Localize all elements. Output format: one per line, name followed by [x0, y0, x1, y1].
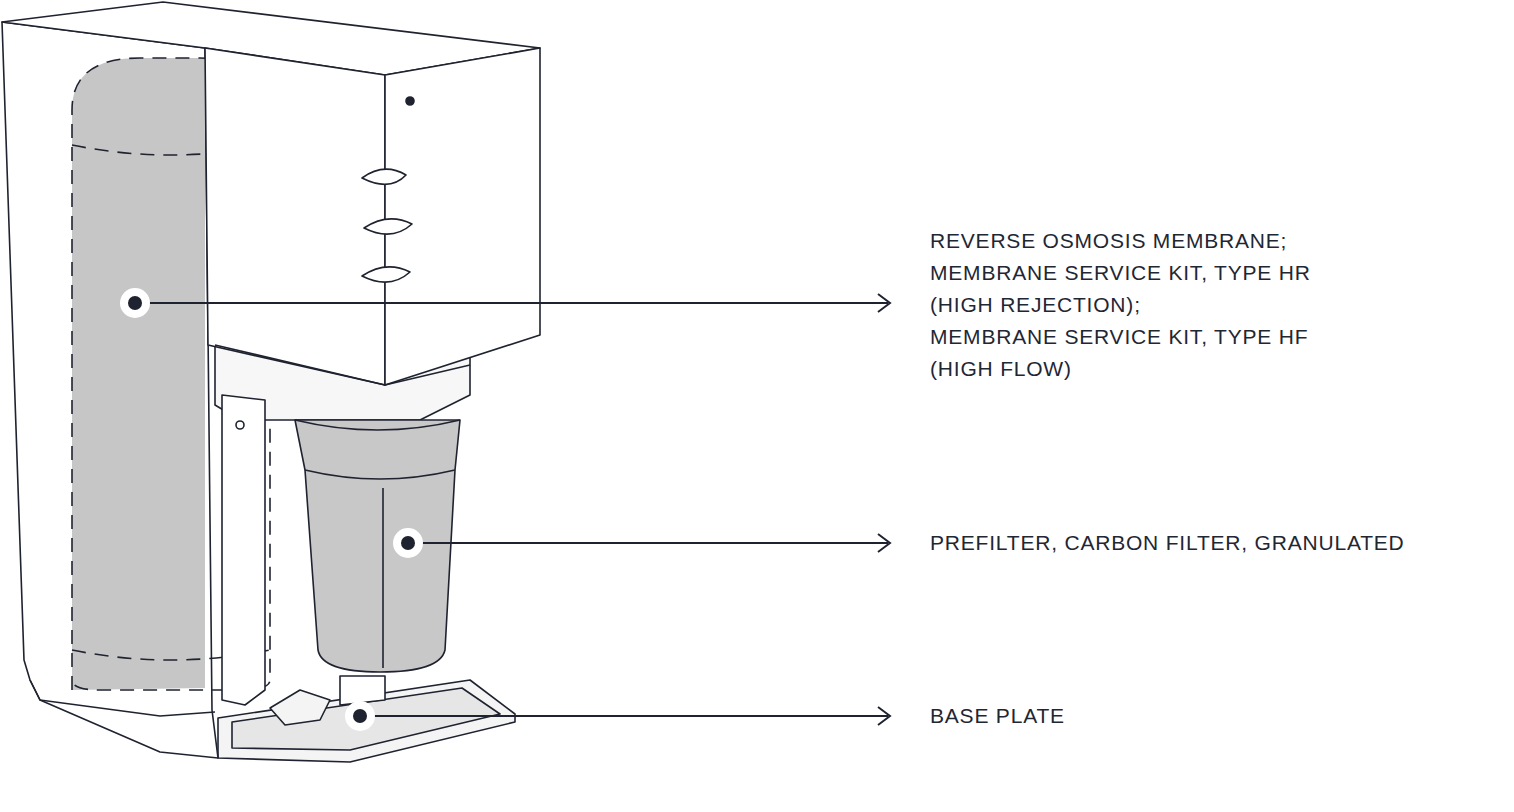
callout-dot — [353, 709, 367, 723]
prefilter-housing — [295, 420, 460, 672]
part-name: REVERSE OSMOSIS MEMBRANE; — [930, 225, 1370, 257]
base-plate-detail — [340, 676, 385, 705]
callout-dot — [128, 296, 142, 310]
button — [364, 219, 412, 234]
callout-marker — [120, 288, 150, 318]
base-plate-detail — [270, 690, 330, 725]
leader-line — [408, 542, 888, 544]
leader-line — [360, 715, 888, 717]
side-panel — [2, 22, 218, 758]
front-face — [205, 48, 385, 385]
part-name: MEMBRANE SERVICE KIT, TYPE HF (HIGH FLOW… — [930, 321, 1370, 385]
indicator-dot — [406, 97, 414, 105]
part-name: MEMBRANE SERVICE KIT, TYPE HR (HIGH REJE… — [930, 257, 1370, 321]
housing-rim — [305, 470, 455, 479]
callout-marker — [345, 701, 375, 731]
part-name: BASE PLATE — [930, 700, 1430, 732]
leader-arrow — [878, 534, 890, 552]
callout-marker — [393, 528, 423, 558]
leader-line — [135, 302, 888, 304]
right-face — [385, 48, 540, 385]
bracket-arm — [222, 395, 265, 705]
part-name: PREFILTER, CARBON FILTER, GRANULATED — [930, 527, 1514, 559]
membrane-fill — [72, 58, 205, 690]
housing-line — [382, 488, 384, 668]
screw — [236, 421, 244, 429]
button — [362, 169, 406, 184]
leader-arrow — [878, 294, 890, 312]
housing-rim — [295, 420, 460, 430]
callout-dot — [401, 536, 415, 550]
button — [362, 267, 410, 282]
box-edge — [215, 345, 470, 385]
leader-arrow — [878, 707, 890, 725]
